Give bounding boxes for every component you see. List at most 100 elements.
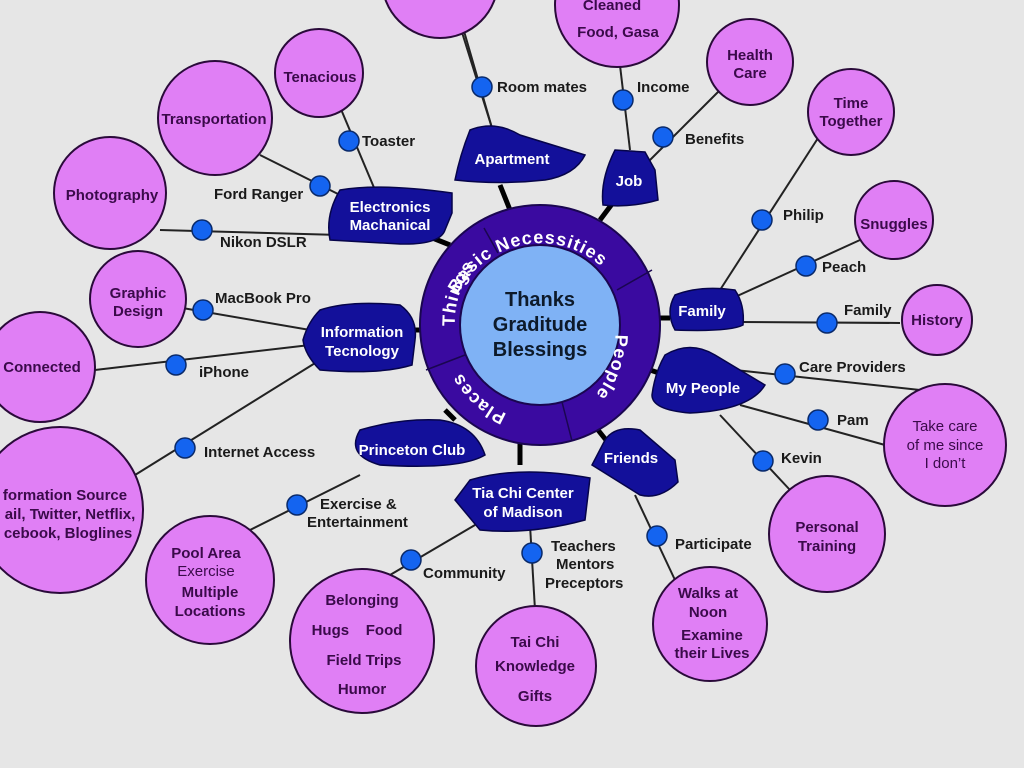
hub-taichi-center[interactable]: Tia Chi Center of Madison [454,471,591,532]
bubble-snuggles[interactable]: Snuggles [854,180,934,260]
label-text: Ford Ranger [214,186,303,203]
connector-line [164,304,311,331]
link-income[interactable]: Income [612,79,690,111]
hub-information-technology[interactable]: Information Tecnology [302,302,417,373]
hub-job[interactable]: Job [601,149,659,207]
label-text: Kevin [781,450,822,467]
label-text: Personal [795,519,858,536]
hub-electronics[interactable]: Electronics Machanical [328,186,453,245]
label-text: Transportation [161,111,266,128]
bubble-time-together[interactable]: Time Together [807,68,895,156]
label-text: Princeton Club [359,442,466,459]
bubble-take-care[interactable]: Take care of me since I don’t [883,383,1007,507]
bubble-circle [901,284,973,356]
connector-line [497,184,513,211]
hub-family[interactable]: Family [669,287,745,332]
link-community[interactable]: Community [400,549,506,582]
label-text: MacBook Pro [215,290,311,307]
link-toaster[interactable]: Toaster [338,130,415,152]
label-text: Care [733,65,766,82]
bubble-circle [475,605,597,727]
link-participate[interactable]: Participate [646,525,752,553]
bubble-transportation[interactable]: Transportation [157,60,273,176]
link-internet-access[interactable]: Internet Access [174,437,315,461]
link-ford-ranger[interactable]: Ford Ranger [214,175,331,203]
label-text: Snuggles [860,216,928,233]
link-care-providers[interactable]: Care Providers [774,359,906,385]
hub-princeton-club[interactable]: Princeton Club [354,418,486,467]
bubble-graphic-design[interactable]: Graphic Design [89,250,187,348]
hub-shape [651,346,767,414]
label-text: Preceptors [545,575,623,592]
bubble-cleaned[interactable]: Cleaned Food, Gasa [554,0,680,68]
label-text: Community [423,565,506,582]
hub-shape [302,302,417,373]
link-philip[interactable]: Philip [751,207,824,231]
link-iphone[interactable]: iPhone [165,354,249,381]
bubble-tenacious[interactable]: Tenacious [274,28,364,118]
link-family[interactable]: Family [816,302,892,334]
bubble-circle [554,0,680,68]
label-text: Walks at [678,585,738,602]
bubble-connected[interactable]: Connected [0,311,96,423]
label-text: Together [819,113,882,130]
label-text: Exercise & [320,496,397,513]
center-hub[interactable]: Thanks Graditude Blessings Basic Necessi… [419,204,661,446]
label-text: Tia Chi Center [472,485,574,502]
link-benefits[interactable]: Benefits [652,126,744,148]
bubble-walks-at-noon[interactable]: Walks at Noon Examine their Lives [652,566,768,682]
label-text: Entertainment [307,514,408,531]
hub-shape [354,418,486,467]
hub-shape [591,428,679,497]
link-dot [338,130,360,152]
label-text: Friends [604,450,658,467]
connector-line [719,134,821,291]
link-dot [286,494,308,516]
connector-line [134,359,321,476]
bubble-history[interactable]: History [901,284,973,356]
link-pam[interactable]: Pam [807,409,869,431]
label-text: Belonging [325,592,398,609]
bubble-health-care[interactable]: Health Care [706,18,794,106]
hub-shape [669,287,745,332]
hub-shape [454,125,587,184]
link-macbook-pro[interactable]: MacBook Pro [192,290,311,321]
label-text: cebook, Bloglines [4,525,132,542]
link-kevin[interactable]: Kevin [752,450,822,472]
hub-friends[interactable]: Friends [591,428,679,497]
link-dot [191,219,213,241]
bubble-personal-training[interactable]: Personal Training [768,475,886,593]
label-text: Graphic [110,285,167,302]
bubble-photography[interactable]: Photography [53,136,167,250]
label-text: Health [727,47,773,64]
label-text: Room mates [497,79,587,96]
label-text: Pam [837,412,869,429]
connector-line [443,408,457,422]
link-peach[interactable]: Peach [795,255,866,277]
bubble-circle [53,136,167,250]
bubble-pool-area[interactable]: Pool Area Exercise Multiple Locations [145,515,275,645]
bubble-apartment-top[interactable] [382,0,498,39]
hub-apartment[interactable]: Apartment [454,125,587,184]
label-text: Internet Access [204,444,315,461]
link-nikon-dslr[interactable]: Nikon DSLR [191,219,307,251]
bubble-circle [89,250,187,348]
link-exercise-entertainment[interactable]: Exercise &Entertainment [286,494,408,531]
bubble-information-source[interactable]: formation Source ail, Twitter, Netflix, … [0,426,144,594]
hub-my-people[interactable]: My People [651,346,767,414]
label-text: I don’t [925,455,967,472]
label-text: Noon [689,604,727,621]
bubble-belonging[interactable]: Belonging Hugs Food Field Trips Humor [289,568,435,714]
label-text: their Lives [674,645,749,662]
bubble-tai-chi[interactable]: Tai Chi Knowledge Gifts [475,605,597,727]
link-dot [652,126,674,148]
label-text: Tecnology [325,343,400,360]
connector-line [639,89,721,171]
label-text: History [911,312,963,329]
link-room-mates[interactable]: Room mates [471,76,587,98]
label-text: Job [616,173,643,190]
bubble-circle [289,568,435,714]
bubble-circle [274,28,364,118]
